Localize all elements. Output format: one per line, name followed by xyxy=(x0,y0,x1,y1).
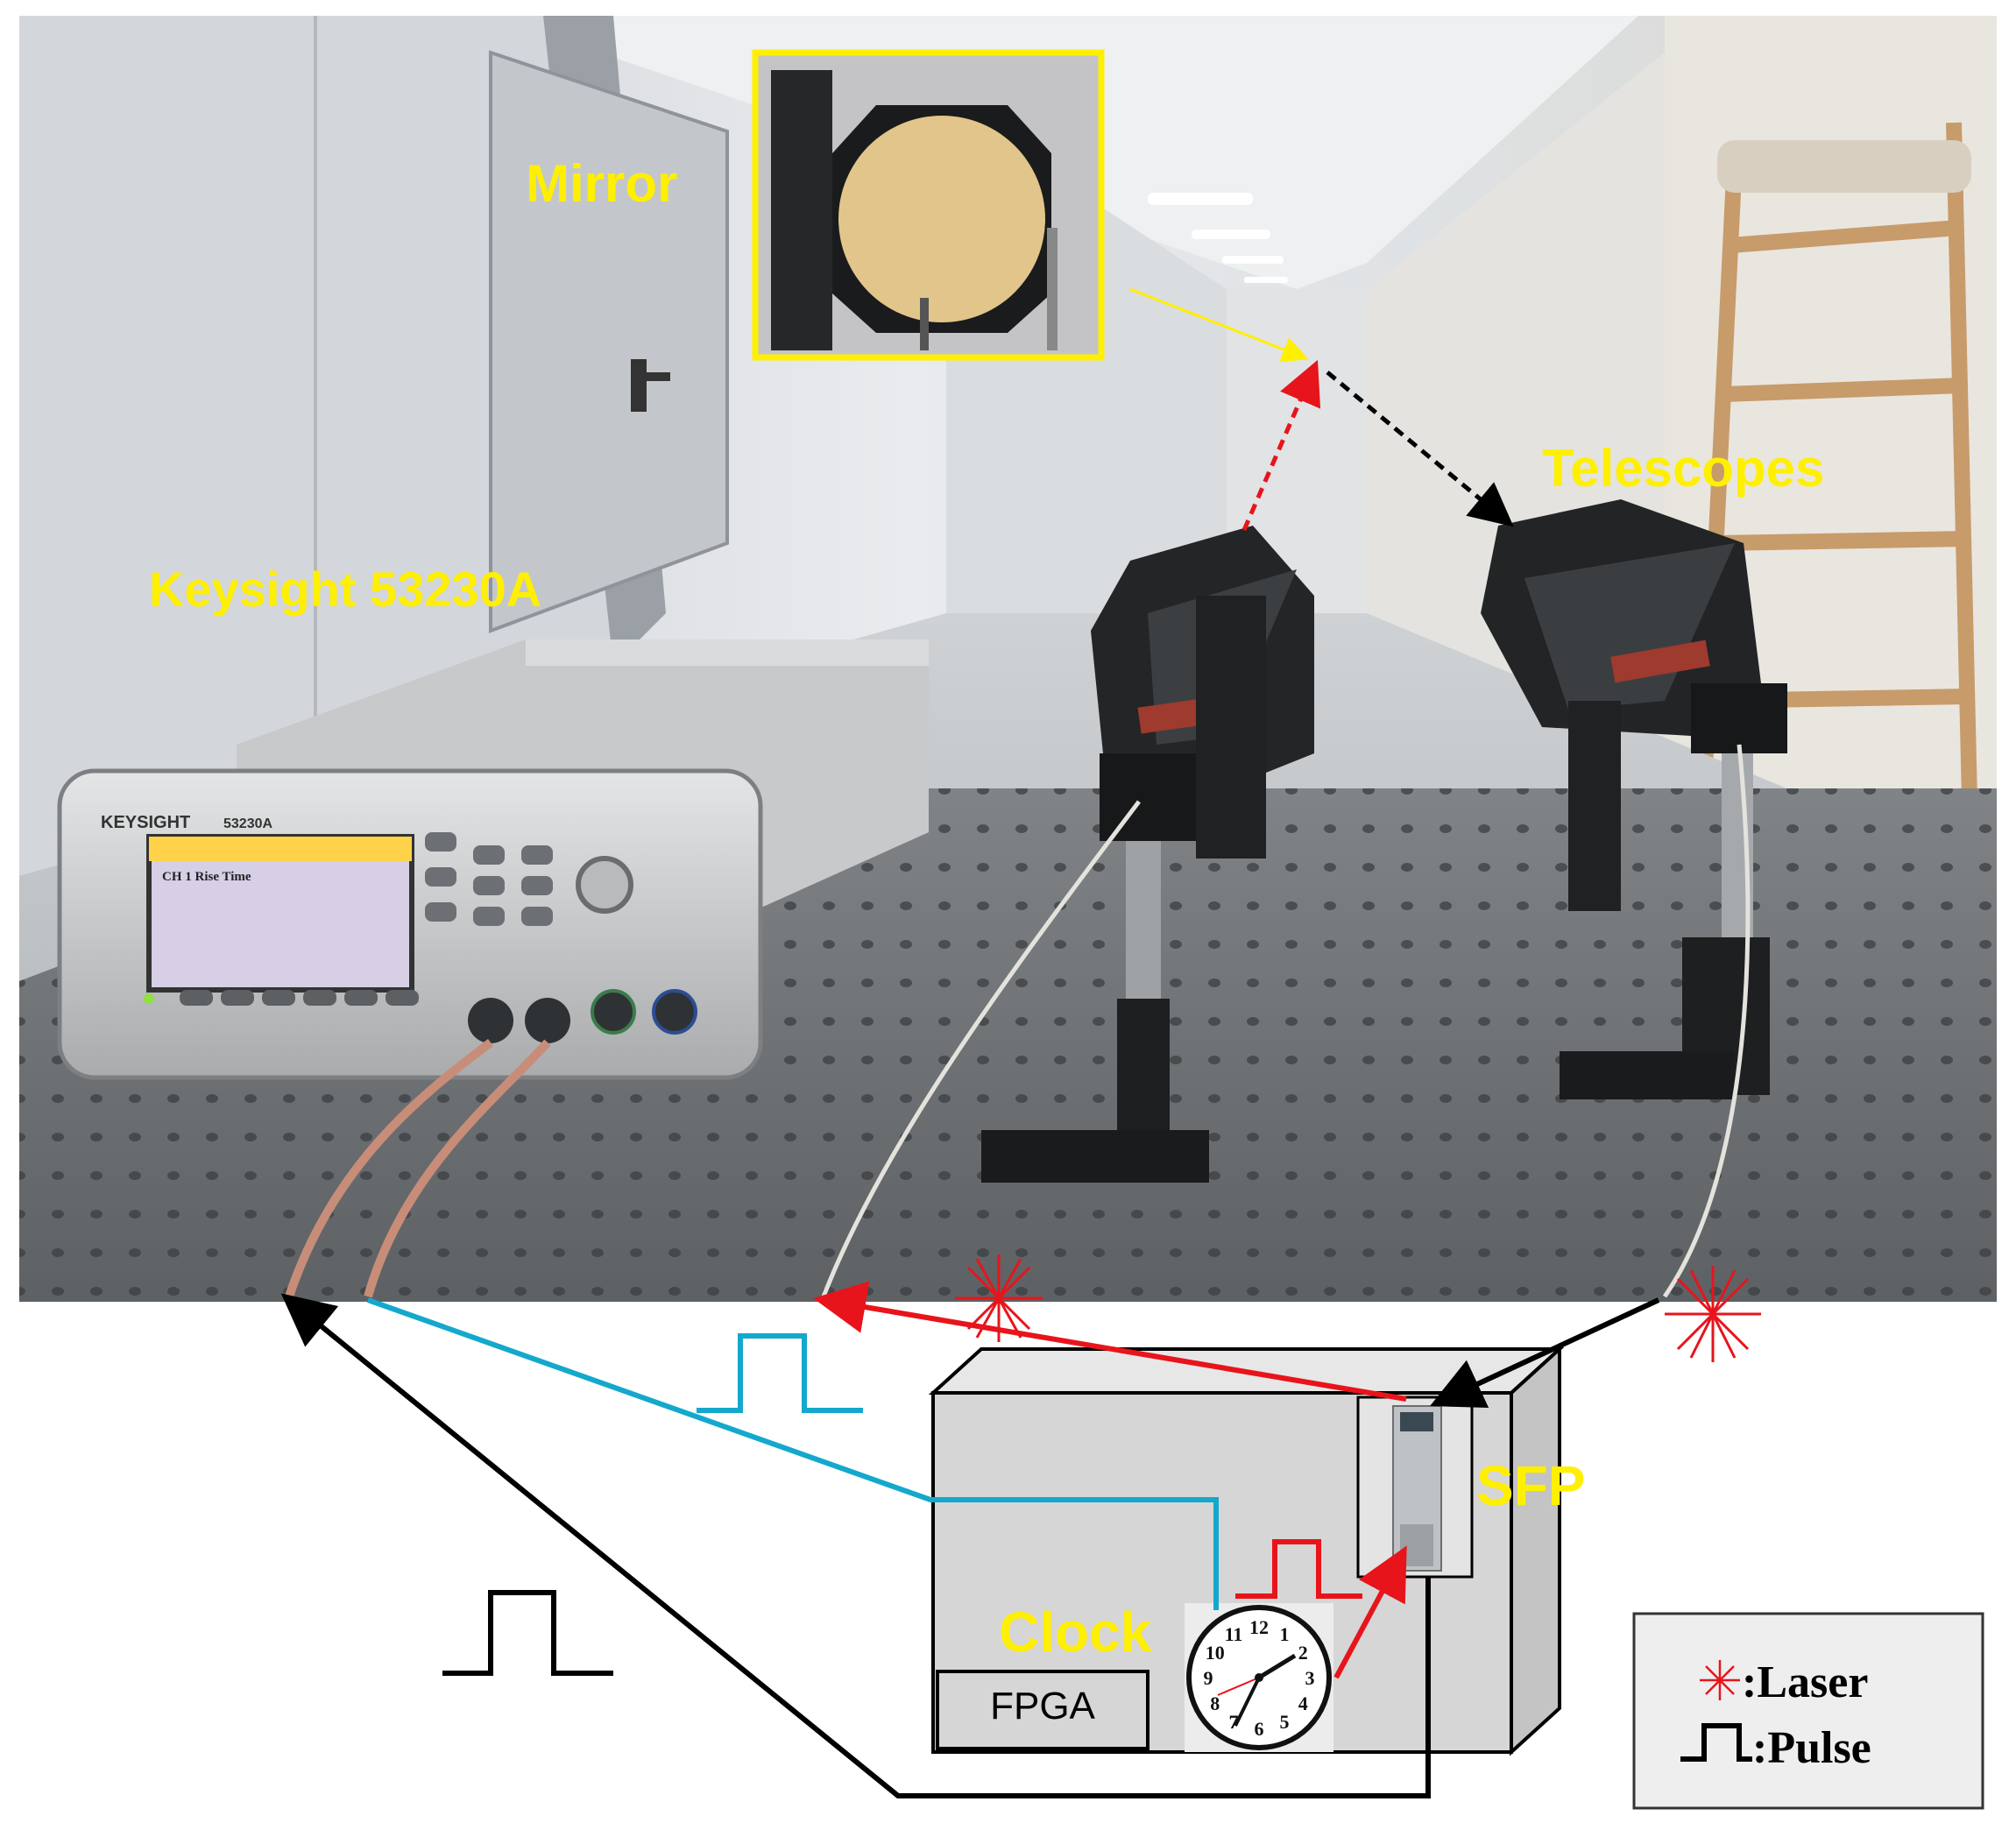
coax-cables xyxy=(285,1039,551,1298)
clock-number: 1 xyxy=(1280,1623,1290,1645)
laser-beam-return xyxy=(1326,371,1514,527)
telescopes-label: Telescopes xyxy=(1542,439,1824,498)
clock-to-sfp-line xyxy=(1333,1545,1407,1679)
front-keys xyxy=(425,832,553,926)
keysight-counter: KEYSIGHT 53230A CH 1 Rise Time xyxy=(57,639,929,1080)
fpga-label: FPGA xyxy=(990,1685,1095,1728)
laser-legend-label: :Laser xyxy=(1742,1657,1868,1707)
legend: :Laser :Pulse xyxy=(1632,1612,1984,1810)
clock-number: 9 xyxy=(1204,1667,1213,1689)
sfp-to-counter-line xyxy=(280,1293,1431,1798)
instrument-model: 53230A xyxy=(223,816,272,831)
setup-photo: KEYSIGHT 53230A CH 1 Rise Time xyxy=(19,16,1997,1302)
pulse-legend-label: :Pulse xyxy=(1752,1723,1871,1773)
clock-number: 5 xyxy=(1280,1711,1290,1733)
mirror-inset xyxy=(752,49,1105,361)
laser-burst-left xyxy=(955,1254,1043,1342)
pulse-legend-icon xyxy=(1680,1723,1752,1762)
sfp-module xyxy=(1356,1396,1474,1579)
fiber-cables xyxy=(821,744,1751,1298)
pulse-red xyxy=(1235,1539,1362,1599)
telescope-right xyxy=(1481,499,1787,1099)
instrument-screen-title: CH 1 Rise Time xyxy=(162,870,251,884)
pulse-black xyxy=(442,1590,613,1676)
clock-number: 4 xyxy=(1298,1692,1308,1714)
clock-to-counter-line xyxy=(366,1297,1219,1610)
clock-number: 8 xyxy=(1210,1692,1220,1714)
tx-laser-line xyxy=(813,1281,1407,1402)
clock-number: 6 xyxy=(1255,1718,1264,1740)
clock-number: 7 xyxy=(1229,1711,1239,1733)
softkeys xyxy=(180,990,419,1006)
rx-laser-line xyxy=(1430,1297,1660,1409)
rotary-knob xyxy=(576,856,633,914)
telescope-left xyxy=(981,526,1314,1183)
clock-number: 11 xyxy=(1225,1623,1243,1645)
laser-beam-up xyxy=(1241,359,1321,531)
clock-label: Clock xyxy=(999,1600,1152,1664)
clock-number: 3 xyxy=(1305,1667,1315,1689)
fpga-chip: FPGA xyxy=(936,1670,1149,1750)
mirror-label: Mirror xyxy=(526,154,677,213)
pulse-cyan xyxy=(697,1333,863,1413)
instrument-label: Keysight 53230A xyxy=(149,562,541,617)
clock-number: 10 xyxy=(1206,1642,1225,1664)
laser-burst-right xyxy=(1665,1266,1761,1362)
pointer-to-mirror xyxy=(1129,287,1309,363)
laser-legend-icon xyxy=(1700,1660,1740,1700)
door xyxy=(489,50,729,633)
sfp-label: SFP xyxy=(1476,1454,1585,1517)
clock-number: 2 xyxy=(1298,1642,1308,1664)
instrument-brand: KEYSIGHT xyxy=(101,813,190,832)
clock-number: 12 xyxy=(1249,1616,1269,1638)
